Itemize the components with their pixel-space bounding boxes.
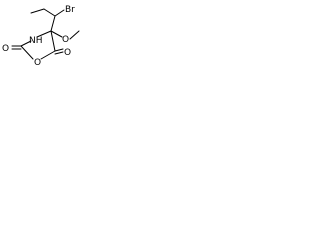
atom-label-bromine: Br bbox=[65, 5, 75, 15]
bond-ch2-ch3 bbox=[30, 8, 45, 14]
bond-c4-nh bbox=[36, 30, 52, 38]
bond-c4-chbr bbox=[50, 15, 56, 32]
bond-nh-c2 bbox=[20, 40, 32, 47]
bond-c4-omethoxy bbox=[50, 30, 63, 38]
atom-label-carbonyl-oxygen-left: O bbox=[2, 44, 9, 54]
atom-label-carbonyl-oxygen-right: O bbox=[64, 48, 71, 58]
bond-c5-carbonyl-a bbox=[54, 48, 64, 52]
chemical-structure-diagram: Br O NH O O O bbox=[2, 5, 80, 68]
bond-chbr-ch2 bbox=[43, 8, 56, 17]
bond-omethoxy-methyl bbox=[69, 30, 80, 40]
atom-label-ring-oxygen: O bbox=[34, 58, 41, 68]
atom-label-methoxy-oxygen: O bbox=[62, 35, 69, 45]
bond-chbr-br bbox=[54, 9, 65, 17]
bond-c2-o1 bbox=[20, 45, 34, 60]
bond-c5-c4 bbox=[50, 30, 56, 52]
bond-o1-c5 bbox=[40, 50, 56, 60]
atom-label-ring-nh: NH bbox=[29, 36, 43, 46]
bond-c5-carbonyl-b bbox=[54, 51, 64, 55]
